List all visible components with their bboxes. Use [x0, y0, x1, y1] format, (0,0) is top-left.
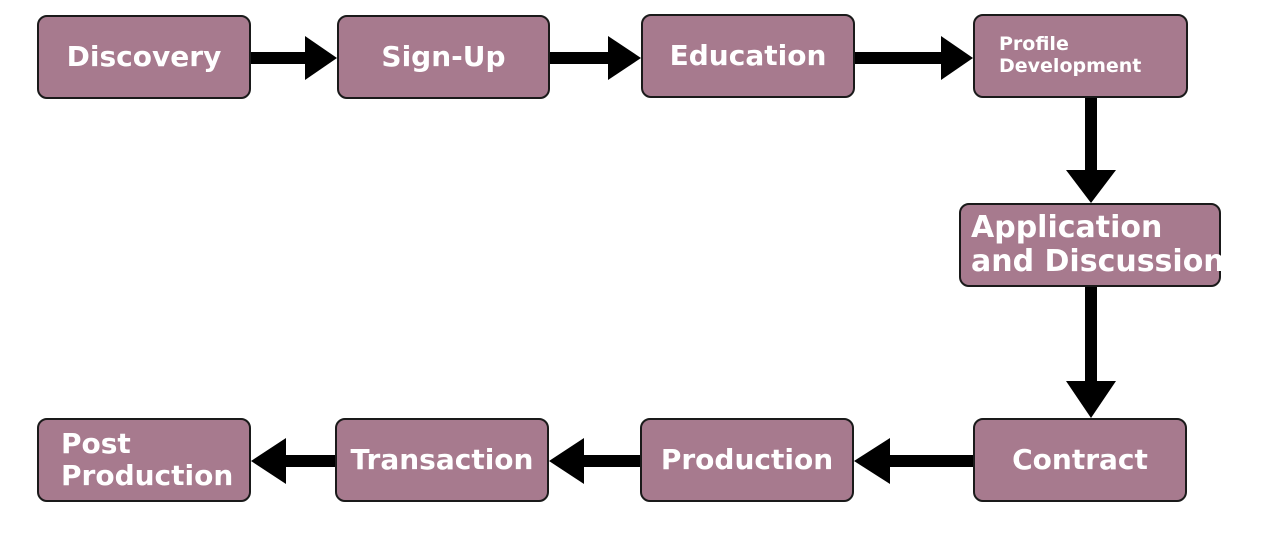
node-application-and-discussion: Application and Discussion — [959, 203, 1225, 287]
arrow-transaction-to-post — [251, 438, 335, 484]
node-sign-up-label: Sign-Up — [381, 39, 506, 73]
arrow-profile-to-application — [1066, 98, 1116, 203]
node-transaction: Transaction — [335, 418, 549, 502]
node-production-label: Production — [660, 442, 834, 476]
node-post-label-line1: Post — [61, 426, 131, 460]
node-discovery: Discovery — [37, 15, 251, 99]
node-post-production: Post Production — [37, 418, 251, 502]
node-contract: Contract — [973, 418, 1187, 502]
node-application-label-line1: Application — [971, 209, 1163, 245]
arrow-production-to-transaction — [549, 438, 640, 484]
node-discovery-label: Discovery — [66, 39, 222, 73]
arrow-discovery-to-signup — [251, 36, 337, 80]
arrow-signup-to-education — [550, 36, 641, 80]
node-contract-label: Contract — [1012, 442, 1148, 476]
node-production: Production — [640, 418, 854, 502]
node-post-label-line2: Production — [61, 459, 234, 492]
arrow-application-to-contract — [1066, 287, 1116, 418]
node-education: Education — [641, 14, 855, 98]
node-profile-label-line1: Profile — [999, 33, 1069, 56]
arrow-contract-to-production — [854, 438, 973, 484]
arrow-education-to-profile — [855, 36, 973, 80]
node-transaction-label: Transaction — [350, 442, 534, 476]
node-profile-development: Profile Development — [973, 14, 1188, 98]
node-education-label: Education — [669, 38, 827, 72]
node-application-label-line2: and Discussion — [971, 244, 1225, 279]
node-sign-up: Sign-Up — [337, 15, 550, 99]
node-profile-label-line2: Development — [999, 55, 1142, 77]
